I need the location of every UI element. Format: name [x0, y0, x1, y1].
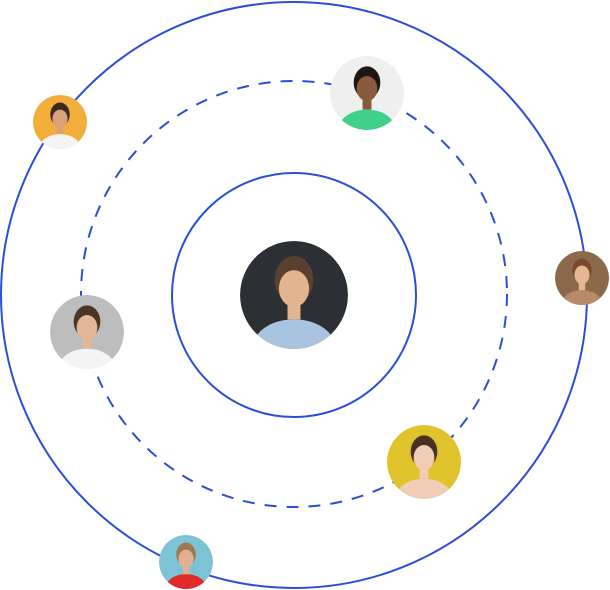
avatar-neck [82, 335, 92, 349]
avatar-face [413, 444, 435, 471]
avatar-man-red[interactable] [159, 535, 213, 590]
avatar-face [52, 109, 68, 128]
avatar-face [76, 314, 98, 341]
avatar-woman-brown[interactable] [555, 251, 609, 317]
avatar-neck [182, 564, 190, 575]
avatar-neck [578, 280, 586, 291]
inner-orbit [171, 172, 417, 418]
avatar-shirt [59, 348, 115, 369]
avatar-shirt [339, 109, 395, 130]
middle-dashed-orbit [80, 80, 508, 508]
avatar-shirt [253, 319, 335, 349]
avatar-man-glasses[interactable] [50, 295, 124, 386]
avatar-face [574, 265, 590, 284]
avatar-man-green[interactable] [330, 56, 404, 147]
avatar-shirt [39, 134, 81, 149]
avatar-shirt [165, 574, 207, 589]
avatar-center[interactable] [240, 241, 348, 373]
avatar-woman-yellow[interactable] [387, 425, 461, 516]
avatar-woman-orange[interactable] [33, 95, 87, 161]
avatar-neck [362, 96, 372, 110]
avatar-face [178, 549, 194, 568]
avatar-neck [56, 124, 64, 135]
avatar-shirt [396, 478, 452, 499]
avatar-neck [419, 465, 429, 479]
avatar-shirt [561, 290, 603, 305]
avatar-face [356, 75, 378, 102]
avatar-face [278, 270, 310, 307]
